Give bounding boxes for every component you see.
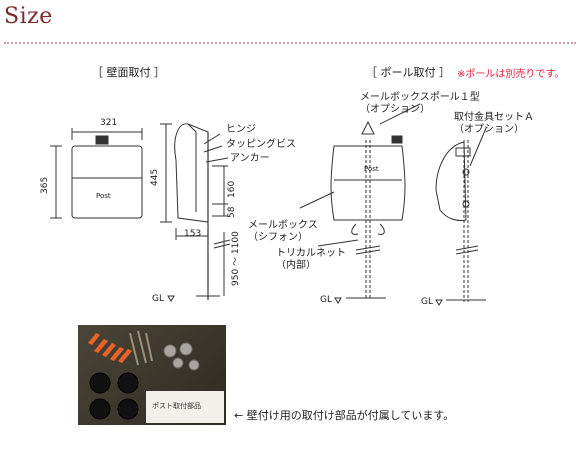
label-trical-net: トリカルネット xyxy=(276,248,346,259)
parts-caption: ← 壁付け用の取付け部品が付属しています。 xyxy=(234,409,455,422)
dim-depth: 153 xyxy=(184,229,202,239)
parts-photo: ポスト取付部品 xyxy=(78,325,226,425)
label-hinge: ヒンジ xyxy=(226,124,256,135)
wall-side-view xyxy=(160,123,231,300)
dim-range: 950 ～ 1100 xyxy=(231,231,241,286)
front-post-text: Post xyxy=(96,192,111,200)
gl-pole-left: GL xyxy=(320,295,332,305)
section-wall-mount: ［ 壁面取付 ］ xyxy=(92,66,165,79)
label-anchor: アンカー xyxy=(230,153,270,164)
pole-side-view xyxy=(435,140,486,302)
parts-illustration xyxy=(87,330,200,420)
leader-bracket xyxy=(469,127,487,167)
parts-label-card: ポスト取付部品 xyxy=(146,391,224,423)
leader-mailbox xyxy=(299,191,335,209)
wall-front-view xyxy=(50,128,143,219)
gl-wall: GL xyxy=(152,294,164,304)
page-header: Size xyxy=(0,0,580,48)
dim-height-side: 445 xyxy=(150,168,160,186)
label-trical-net-sub: （内部） xyxy=(276,260,316,271)
label-mailbox-sub: （シフォン） xyxy=(248,232,308,243)
gl-pole-right: GL xyxy=(421,297,433,307)
leader-pole xyxy=(379,103,421,125)
pole-sold-separately-note: ※ポールは別売りです。 xyxy=(457,69,565,80)
dim-height-front: 365 xyxy=(40,176,50,194)
label-bracket-set-option: （オプション） xyxy=(454,124,524,135)
label-bracket-set: 取付金具セットＡ xyxy=(454,112,534,123)
title-divider xyxy=(4,42,576,44)
dim-160: 160 xyxy=(227,180,237,198)
label-mailbox-pole: メールボックスポール１型 xyxy=(360,92,480,103)
dim-width: 321 xyxy=(100,118,118,128)
parts-label-text: ポスト取付部品 xyxy=(152,402,201,410)
pole-front-view xyxy=(330,120,406,300)
label-mailbox-pole-option: （オプション） xyxy=(360,104,430,115)
page-title: Size xyxy=(4,4,53,29)
leader-trical xyxy=(317,239,359,247)
pole-front-post-text: Post xyxy=(364,165,379,173)
label-tapping-screw: タッピングビス xyxy=(226,139,296,150)
dim-58: 58 xyxy=(227,206,237,218)
section-pole-mount: ［ ポール取付 ］ xyxy=(366,66,450,79)
label-mailbox: メールボックス xyxy=(248,220,318,231)
